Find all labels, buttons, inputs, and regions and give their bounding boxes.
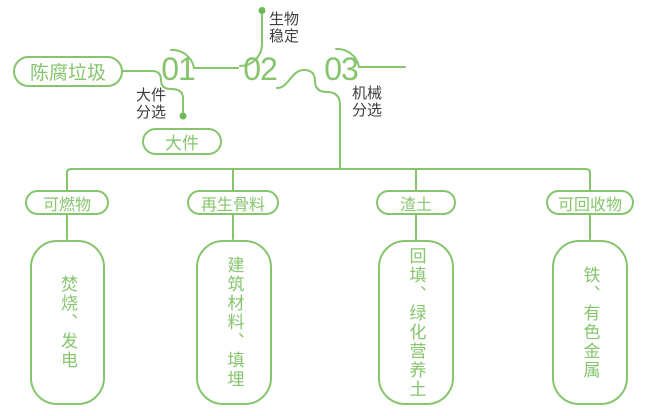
result-box-recycled-aggregate: 建筑材料、填埋 (196, 240, 272, 405)
bulky-item-node: 大件 (142, 128, 222, 155)
source-node: 陈腐垃圾 (13, 56, 123, 87)
process-label-bulky-sorting: 大件 分选 (136, 87, 166, 121)
stream-label: 渣土 (399, 196, 432, 214)
flow-line-02-riser (239, 13, 263, 67)
step-number-02: 02 (243, 51, 278, 87)
step-number-01: 01 (161, 51, 196, 87)
result-text: 回填、绿化营养土 (406, 246, 426, 399)
result-text: 建筑材料、填埋 (224, 256, 244, 389)
flow-line-03-tail (335, 47, 406, 68)
branch-dot-bulky (179, 112, 187, 120)
process-label-line: 稳定 (269, 28, 300, 45)
stream-node-slag-soil: 渣土 (376, 190, 456, 215)
stream-node-recycled-aggregate: 再生骨料 (187, 190, 279, 215)
process-label-line: 分选 (352, 102, 383, 119)
process-label-line: 机械 (352, 85, 383, 102)
stream-label: 再生骨料 (200, 196, 265, 214)
stream-node-recyclables: 可回收物 (546, 190, 634, 215)
step-number-03: 03 (324, 51, 359, 87)
result-box-slag-soil: 回填、绿化营养土 (378, 240, 454, 405)
result-text: 铁、有色金属 (580, 265, 600, 380)
stream-node-combustibles: 可燃物 (25, 190, 109, 215)
stream-label: 可回收物 (557, 196, 622, 214)
flow-line-source-to-01 (122, 70, 184, 113)
process-label-line: 分选 (136, 104, 167, 121)
flow-line-02-to-bar (276, 68, 341, 170)
process-label-line: 生物 (269, 11, 300, 28)
stream-label: 可燃物 (42, 196, 91, 214)
process-label-mechanical-sorting: 机械 分选 (352, 85, 382, 119)
source-label: 陈腐垃圾 (29, 63, 106, 84)
branch-dot-biostable (258, 7, 266, 14)
result-box-combustibles: 焚烧、发电 (30, 240, 105, 405)
result-box-recyclables: 铁、有色金属 (552, 240, 628, 405)
bulky-item-label: 大件 (165, 134, 199, 153)
process-label-line: 大件 (136, 87, 167, 104)
distribution-bar (66, 168, 591, 191)
result-text: 焚烧、发电 (58, 275, 77, 370)
flow-line-01-to-02 (170, 48, 239, 69)
process-label-bio-stabilization: 生物 稳定 (269, 11, 299, 45)
